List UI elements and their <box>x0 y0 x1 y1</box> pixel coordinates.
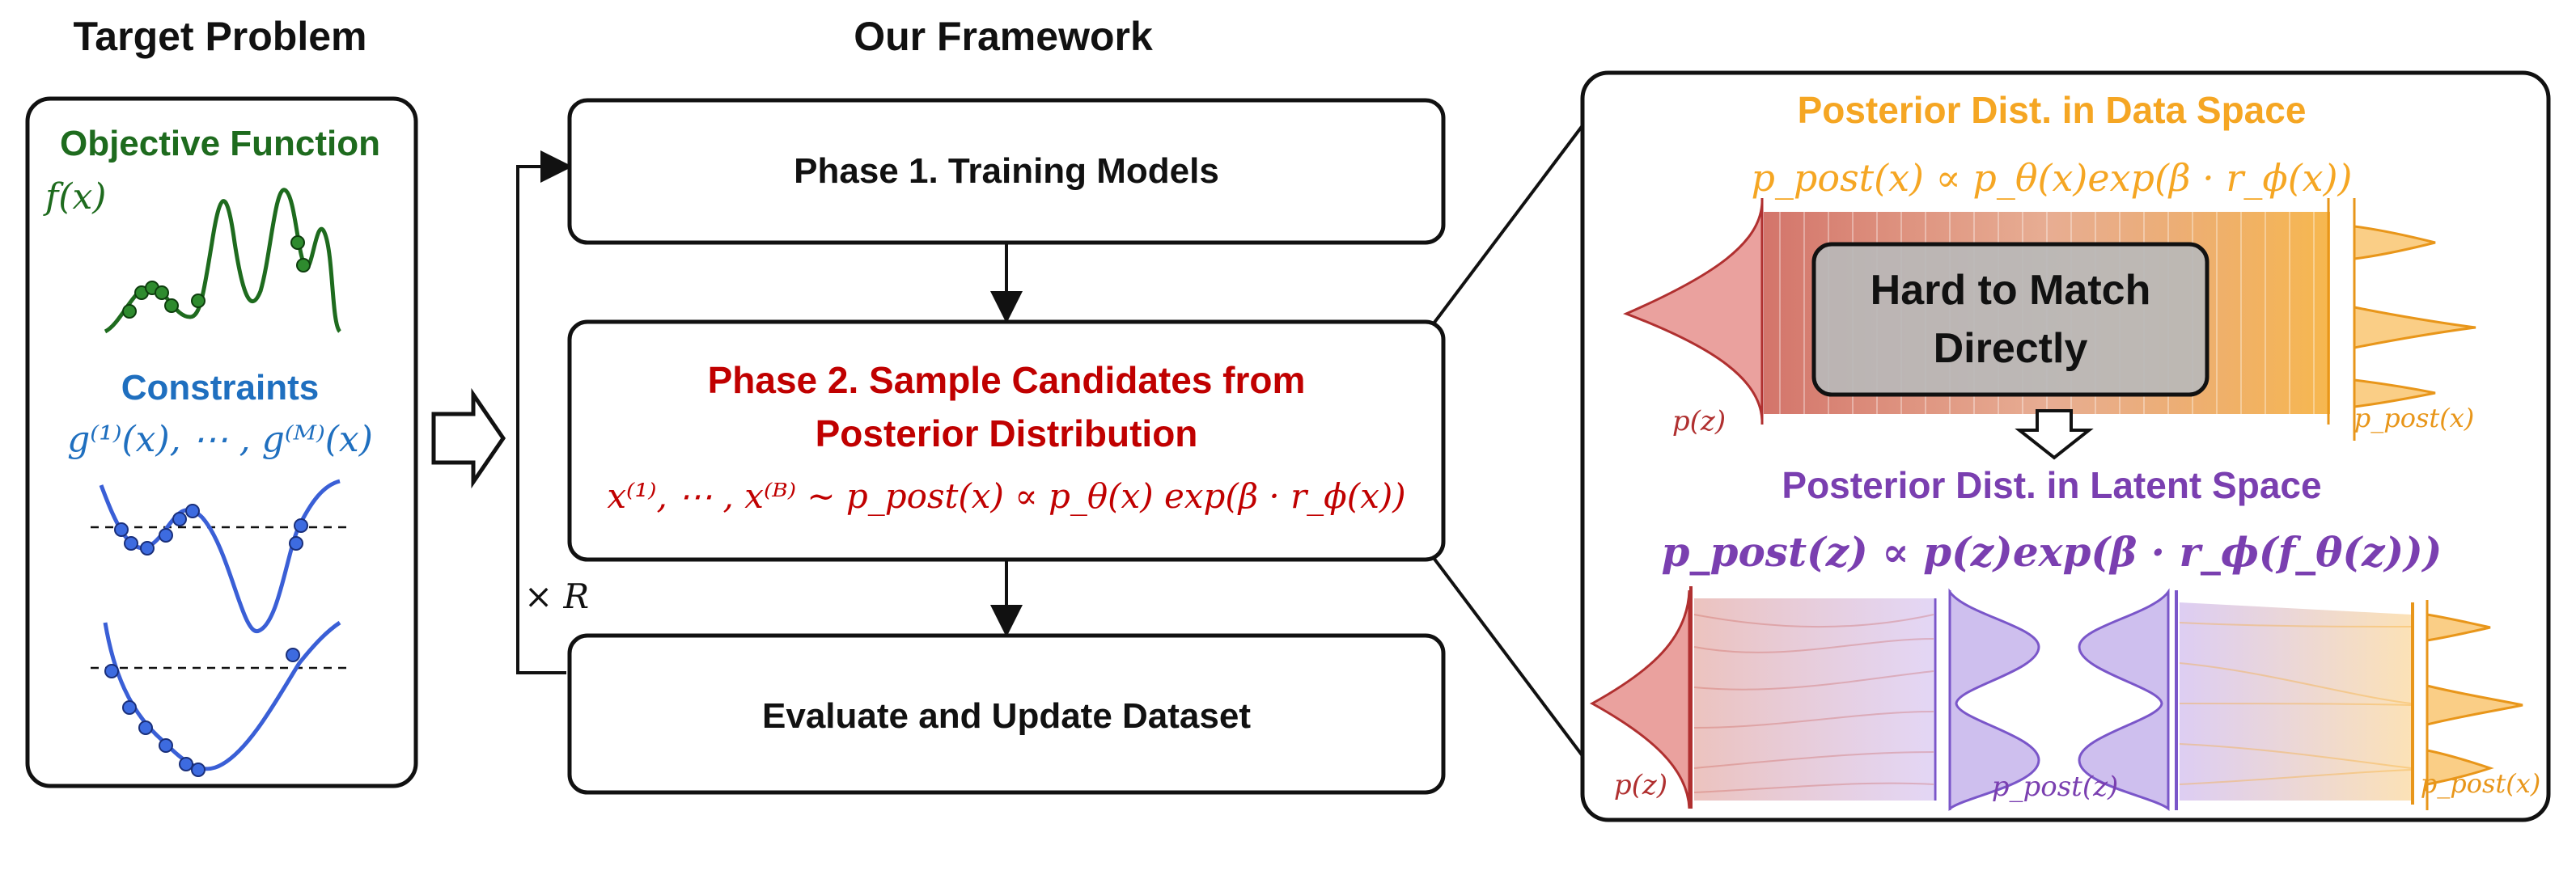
objective-function-label: f(x) <box>43 176 106 218</box>
objective-function-title: Objective Function <box>60 124 380 163</box>
constraint-sample-points-1 <box>114 504 308 556</box>
constraints-label: g⁽¹⁾(x), ⋯ , g⁽ᴹ⁾(x) <box>67 419 373 460</box>
latent-space-formula: p_post(z) ∝ p(z)exp(β · r_ϕ(f_θ(z))) <box>1662 528 2443 576</box>
data-space-formula: p_post(x) ∝ p_θ(x)exp(β · r_ϕ(x)) <box>1751 156 2352 200</box>
down-arrow <box>2015 409 2094 460</box>
heading-our-framework: Our Framework <box>854 14 1153 59</box>
transition-arrow <box>431 387 506 489</box>
hard-to-match-line1: Hard to Match <box>1871 267 2151 314</box>
constraints-title: Constraints <box>121 368 319 408</box>
objective-sample-points <box>122 235 311 319</box>
target-problem-panel <box>25 96 418 788</box>
constraint-sample-points-2 <box>104 648 300 777</box>
phase3-label: Evaluate and Update Dataset <box>762 696 1251 736</box>
latent-space-plot <box>1589 586 2523 811</box>
heading-target-problem: Target Problem <box>73 14 366 59</box>
ppost-z-label: p_post(z) <box>1992 771 2119 803</box>
constraint-curve-2 <box>103 620 341 771</box>
phase2-label-line2: Posterior Distribution <box>816 412 1198 454</box>
ppost-x-label-top: p_post(x) <box>2354 403 2475 433</box>
latent-space-title: Posterior Dist. in Latent Space <box>1782 464 2321 506</box>
constraint-curve-1 <box>99 479 341 633</box>
zoom-line-top <box>1432 120 1587 325</box>
pz-label-top: p(z) <box>1672 405 1726 437</box>
ppost-x-label-bottom: p_post(x) <box>2421 768 2541 799</box>
zoom-line-bottom <box>1432 556 1587 762</box>
pz-label-bottom: p(z) <box>1614 769 1667 801</box>
data-space-title: Posterior Dist. in Data Space <box>1798 89 2307 131</box>
hard-to-match-line2: Directly <box>1934 325 2088 372</box>
phase2-label-line1: Phase 2. Sample Candidates from <box>708 359 1306 401</box>
phase1-label: Phase 1. Training Models <box>794 151 1219 191</box>
objective-curve <box>104 188 342 334</box>
phase2-formula: x⁽¹⁾, ⋯ , x⁽ᴮ⁾ ~ p_post(x) ∝ p_θ(x) exp(… <box>607 476 1405 516</box>
hard-to-match-box <box>1811 242 2210 397</box>
phase3-box <box>567 633 1446 795</box>
repeat-count: × R <box>524 577 589 616</box>
